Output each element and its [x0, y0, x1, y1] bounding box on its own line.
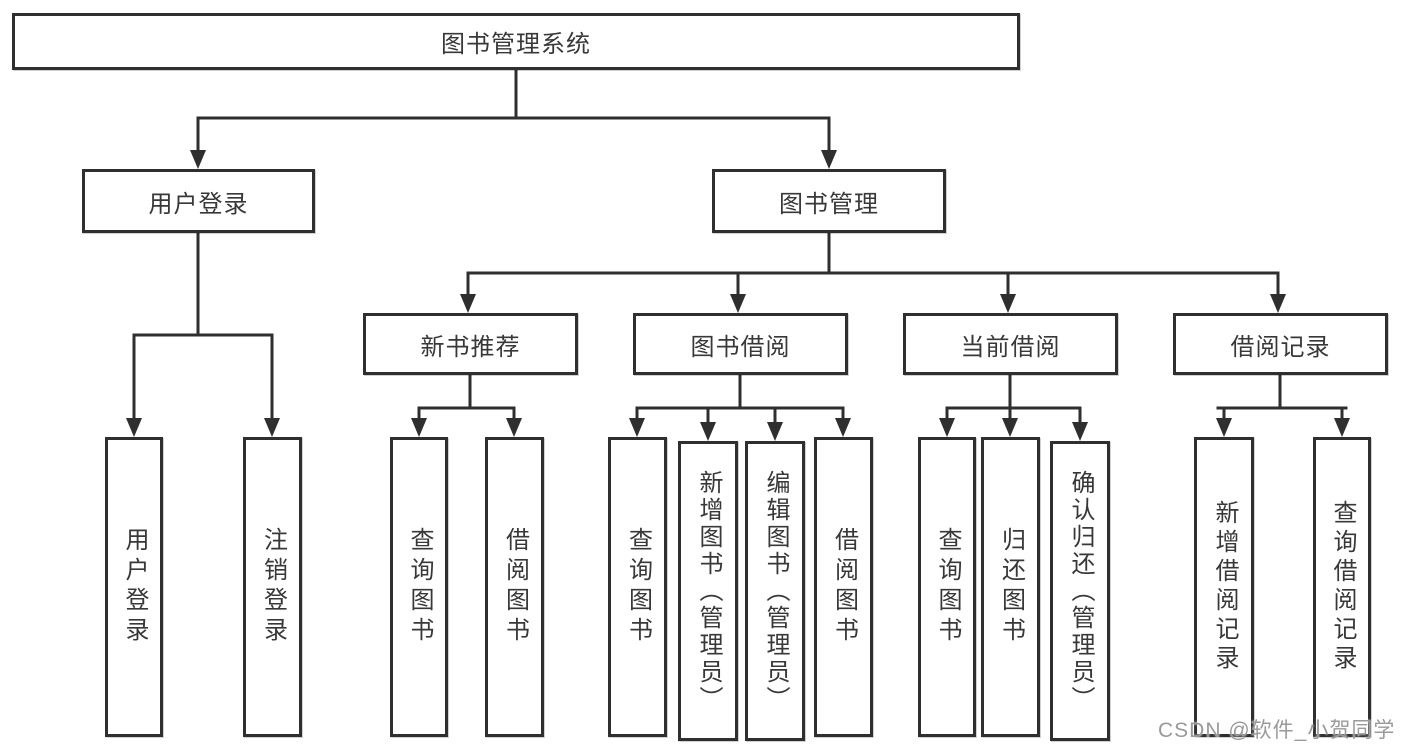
node-query-books-1: 查询图书	[390, 437, 448, 737]
arrowhead	[506, 418, 522, 437]
arrowhead	[730, 294, 746, 313]
arrowhead	[1072, 422, 1088, 441]
arrowhead	[190, 150, 206, 169]
arrowhead	[1270, 294, 1286, 313]
node-return-books: 归还图书	[981, 437, 1040, 737]
node-new-book-recommend: 新书推荐	[363, 313, 578, 375]
connector-root-branch	[196, 68, 831, 153]
arrowhead	[700, 422, 716, 441]
node-borrowing-records: 借阅记录	[1173, 313, 1388, 375]
arrowhead	[411, 418, 427, 437]
node-book-management: 图书管理	[712, 169, 946, 233]
connector-book-borrow-branch	[635, 373, 845, 425]
arrowhead	[1002, 418, 1018, 437]
connector-current-borrow-branch	[945, 373, 1082, 425]
node-edit-books-admin: 编辑图书（管理员）	[745, 441, 805, 741]
arrowhead	[939, 418, 955, 437]
arrowhead	[1000, 294, 1016, 313]
node-borrow-books-1: 借阅图书	[485, 437, 544, 737]
connector-borrow-records-branch	[1216, 373, 1348, 421]
arrowhead	[126, 418, 142, 437]
node-query-books-3: 查询图书	[918, 437, 976, 737]
node-current-borrowing: 当前借阅	[903, 313, 1118, 375]
node-borrow-books-2: 借阅图书	[814, 437, 873, 737]
arrowhead	[1334, 418, 1350, 437]
arrowhead	[821, 150, 837, 169]
node-root: 图书管理系统	[12, 13, 1020, 70]
node-add-borrow-record: 新增借阅记录	[1194, 437, 1254, 737]
arrowhead	[264, 418, 280, 437]
node-user-login: 用户登录	[82, 169, 315, 233]
node-book-borrowing: 图书借阅	[633, 313, 848, 375]
arrowhead	[629, 418, 645, 437]
arrowhead	[767, 422, 783, 441]
connector-user-login-branch	[132, 231, 274, 421]
node-query-borrow-record: 查询借阅记录	[1313, 437, 1371, 737]
arrowhead	[1216, 418, 1232, 437]
connector-book-management-branch	[466, 231, 1280, 297]
arrowhead	[835, 418, 851, 437]
arrowhead	[460, 294, 476, 313]
node-confirm-return-admin: 确认归还（管理员）	[1050, 441, 1110, 741]
node-query-books-2: 查询图书	[608, 437, 667, 737]
node-user-login-leaf: 用户登录	[105, 437, 163, 737]
connector-new-book-branch	[417, 373, 516, 421]
node-add-books-admin: 新增图书（管理员）	[678, 441, 738, 741]
node-logout-leaf: 注销登录	[243, 437, 302, 737]
csdn-watermark: CSDN @软件_小贺同学	[1158, 719, 1396, 742]
